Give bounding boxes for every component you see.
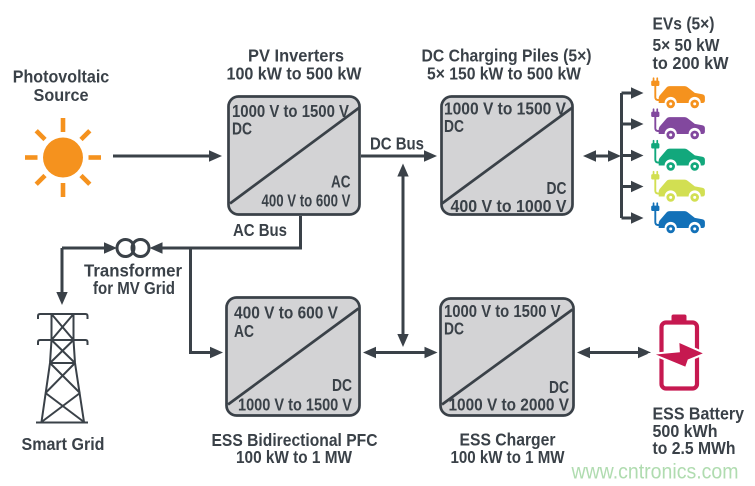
svg-text:DC: DC xyxy=(232,119,252,139)
svg-text:100 kW to 500 kW: 100 kW to 500 kW xyxy=(227,64,362,84)
svg-text:400 V to 600 V: 400 V to 600 V xyxy=(234,303,338,323)
svg-text:400 V to 1000 V: 400 V to 1000 V xyxy=(451,196,567,216)
svg-text:to 2.5 MWh: to 2.5 MWh xyxy=(653,438,736,458)
svg-text:1000 V to 1500 V: 1000 V to 1500 V xyxy=(444,301,561,321)
svg-text:AC: AC xyxy=(234,321,254,341)
svg-text:AC Bus: AC Bus xyxy=(233,220,287,240)
svg-text:ESS Charger: ESS Charger xyxy=(460,430,556,450)
svg-text:AC: AC xyxy=(331,172,351,192)
svg-text:DC: DC xyxy=(332,375,352,395)
svg-text:Source: Source xyxy=(34,85,89,105)
svg-text:EVs (5×): EVs (5×) xyxy=(653,14,715,34)
svg-text:400 V to 600 V: 400 V to 600 V xyxy=(262,191,351,211)
svg-text:1000 V to 1500 V: 1000 V to 1500 V xyxy=(238,395,352,415)
svg-text:DC: DC xyxy=(444,116,464,136)
svg-text:Smart Grid: Smart Grid xyxy=(22,434,105,454)
svg-text:5× 150 kW to 500 kW: 5× 150 kW to 500 kW xyxy=(427,64,581,84)
svg-text:ESS Battery: ESS Battery xyxy=(653,404,745,424)
svg-text:DC: DC xyxy=(549,377,569,397)
svg-text:DC Charging Piles (5×): DC Charging Piles (5×) xyxy=(422,46,592,66)
svg-text:DC: DC xyxy=(547,178,567,198)
svg-text:1000 V to 1500 V: 1000 V to 1500 V xyxy=(232,101,349,121)
svg-text:for MV Grid: for MV Grid xyxy=(93,278,175,298)
svg-text:500 kWh: 500 kWh xyxy=(653,421,718,441)
svg-text:Transformer: Transformer xyxy=(84,261,182,281)
svg-text:DC: DC xyxy=(444,319,464,339)
svg-text:5× 50 kW: 5× 50 kW xyxy=(653,35,720,55)
svg-text:100 kW to 1 MW: 100 kW to 1 MW xyxy=(451,447,565,467)
svg-text:ESS Bidirectional PFC: ESS Bidirectional PFC xyxy=(212,430,378,450)
svg-text:1000 V to 1500 V: 1000 V to 1500 V xyxy=(444,99,566,119)
svg-text:www.cntronics.com: www.cntronics.com xyxy=(571,460,739,484)
svg-text:PV Inverters: PV Inverters xyxy=(248,46,344,66)
svg-text:1000 V to 2000 V: 1000 V to 2000 V xyxy=(449,395,570,415)
svg-text:100 kW to 1 MW: 100 kW to 1 MW xyxy=(236,447,352,467)
svg-text:to 200 kW: to 200 kW xyxy=(653,53,729,73)
svg-text:Photovoltaic: Photovoltaic xyxy=(13,67,110,87)
svg-text:DC Bus: DC Bus xyxy=(370,134,424,154)
